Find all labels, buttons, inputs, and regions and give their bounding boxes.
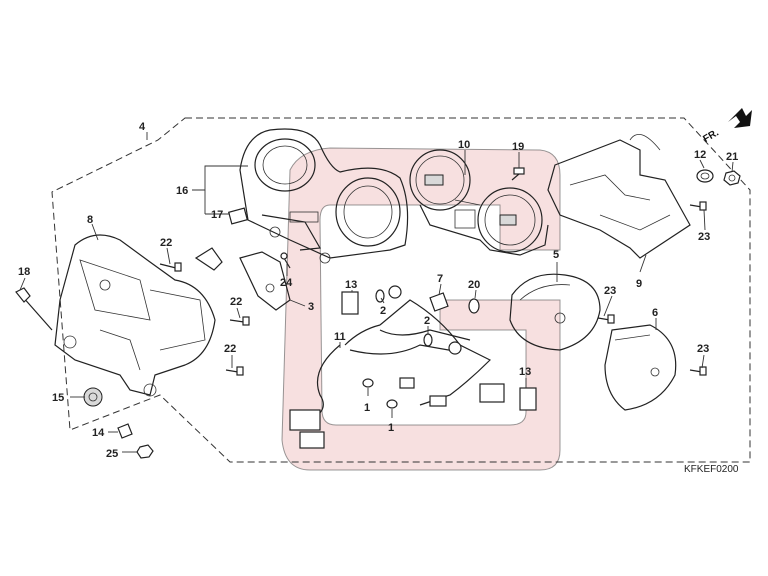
callout-7: 7 — [437, 273, 443, 285]
callout-12: 12 — [694, 149, 706, 161]
callout-24: 24 — [280, 277, 293, 289]
callout-23: 23 — [604, 285, 616, 297]
grommet-15 — [83, 387, 103, 407]
callout-8: 8 — [87, 214, 93, 226]
meter-back-cover — [509, 273, 601, 351]
callout-18: 18 — [18, 266, 30, 278]
direction-label: FR. — [701, 127, 721, 145]
meter-cover-bracket — [547, 133, 691, 259]
meter-case-lower — [54, 234, 216, 397]
bulb-socket-7 — [429, 292, 449, 312]
callout-1b: 1 — [388, 422, 394, 434]
meter-unit — [409, 149, 549, 256]
callout-3: 3 — [308, 301, 314, 313]
indicator-lens — [227, 207, 249, 225]
wire-harness — [289, 285, 505, 449]
callout-16: 16 — [176, 185, 188, 197]
callout-4: 4 — [139, 121, 146, 133]
callout-23b: 23 — [698, 231, 710, 243]
connector-13 — [341, 291, 537, 411]
callout-9: 9 — [636, 278, 642, 290]
callout-22: 22 — [160, 237, 172, 249]
callout-25: 25 — [106, 448, 118, 460]
callout-labels: 4 16 17 10 19 12 21 8 22 24 18 3 13 11 7… — [18, 121, 738, 460]
callout-5: 5 — [553, 249, 559, 261]
callout-22c: 22 — [224, 343, 236, 355]
callout-2b: 2 — [424, 315, 430, 327]
callout-21: 21 — [726, 151, 738, 163]
callout-13: 13 — [345, 279, 357, 291]
callout-1: 1 — [364, 402, 370, 414]
callout-13b: 13 — [519, 366, 531, 378]
callout-14: 14 — [92, 427, 105, 439]
callout-2: 2 — [380, 305, 386, 317]
callout-23c: 23 — [697, 343, 709, 355]
callout-19: 19 — [512, 141, 524, 153]
nut-25 — [136, 444, 154, 459]
callout-6: 6 — [652, 307, 658, 319]
callout-20: 20 — [468, 279, 480, 291]
screw-23 — [597, 201, 707, 376]
callout-11: 11 — [334, 331, 346, 343]
collar-14 — [117, 423, 133, 439]
nut-21 — [723, 170, 741, 186]
callout-22b: 22 — [230, 296, 242, 308]
diagram-code: KFKEF0200 — [684, 464, 739, 475]
grommet-12 — [696, 169, 714, 183]
callout-17: 17 — [211, 209, 223, 221]
callout-15: 15 — [52, 392, 64, 404]
meter-lower-cover — [604, 324, 677, 411]
bulb-1 — [362, 378, 398, 409]
front-direction-arrow: FR. — [701, 108, 752, 145]
bolt-18 — [15, 287, 53, 331]
bulb-20 — [468, 298, 480, 314]
leader-lines — [19, 132, 734, 453]
callout-10: 10 — [458, 139, 470, 151]
meter-case-upper — [239, 128, 409, 264]
screw-22 — [159, 262, 250, 376]
bracket-3 — [194, 247, 291, 311]
